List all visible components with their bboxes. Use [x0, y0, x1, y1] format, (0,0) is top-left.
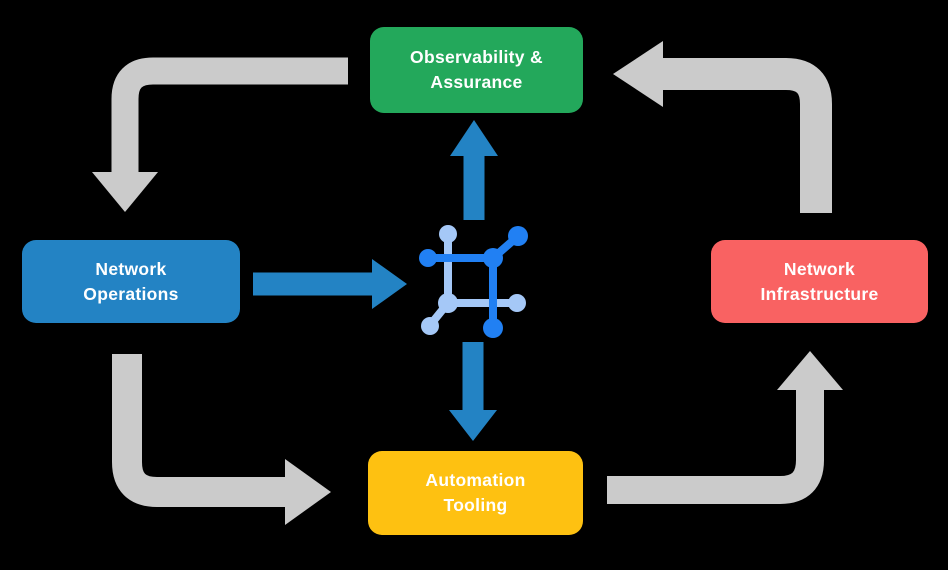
icon-node	[419, 249, 437, 267]
icon-node	[483, 318, 503, 338]
arrow-head	[92, 172, 158, 212]
arrow-head	[613, 41, 663, 107]
arrow-head	[372, 259, 407, 309]
icon-joint	[438, 293, 458, 313]
arrow-shaft	[661, 58, 832, 213]
arrow-head	[449, 410, 497, 441]
arrow-shaft	[607, 390, 824, 504]
network-mesh-icon-dark-branch	[419, 226, 528, 338]
arrow-infrastructure-to-observability	[613, 41, 832, 213]
arrow-head	[450, 120, 498, 156]
arrow-shaft	[111, 57, 348, 176]
icon-node	[508, 226, 528, 246]
node-label-line: Automation	[425, 470, 526, 491]
arrow-shaft	[112, 354, 287, 507]
arrow-center-to-observability	[450, 120, 498, 220]
node-label-line: Network	[95, 258, 167, 279]
icon-node	[421, 317, 439, 335]
arrow-center-to-automation	[449, 342, 497, 441]
icon-node	[439, 225, 457, 243]
arrow-head	[285, 459, 331, 525]
arrow-operations-to-center	[253, 259, 407, 309]
node-label-line: Assurance	[430, 72, 523, 92]
node-network-infrastructure: Network Infrastructure	[711, 240, 928, 323]
node-network-operations: Network Operations	[22, 240, 240, 323]
node-label-line: Network	[783, 258, 856, 279]
node-label-line: Observability &	[410, 47, 543, 68]
node-label-line: Tooling	[443, 495, 508, 515]
arrow-observability-to-operations	[92, 57, 348, 212]
arrow-operations-to-automation	[112, 354, 331, 525]
node-label-line: Infrastructure	[760, 283, 879, 304]
arrow-automation-to-infrastructure	[607, 351, 843, 504]
icon-node	[508, 294, 526, 312]
node-automation-tooling: Automation Tooling	[368, 451, 583, 535]
icon-joint	[483, 248, 503, 268]
node-observability-assurance: Observability & Assurance	[370, 27, 583, 113]
node-label-line: Operations	[83, 283, 179, 304]
arrow-head	[777, 351, 843, 390]
network-mesh-icon-light-branch	[421, 225, 526, 335]
network-mesh-icon	[419, 225, 528, 338]
